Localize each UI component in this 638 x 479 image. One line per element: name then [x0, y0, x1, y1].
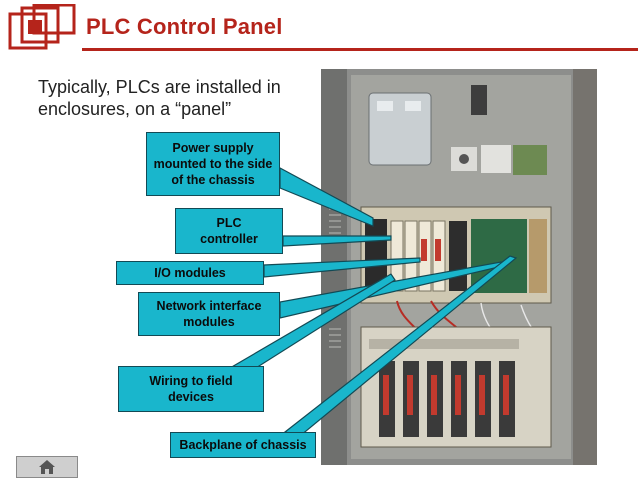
nested-squares-logo-icon: [8, 4, 76, 50]
callout-power-supply: Power supply mounted to the side of the …: [146, 132, 280, 196]
callout-io-modules: I/O modules: [116, 261, 264, 285]
page-title: PLC Control Panel: [86, 14, 283, 39]
title-divider: [82, 48, 638, 51]
plc-panel-photo: [321, 69, 597, 465]
home-button[interactable]: [16, 456, 78, 478]
callout-network-interface: Network interface modules: [138, 292, 280, 336]
callout-plc-controller: PLC controller: [175, 208, 283, 254]
subtitle-text: Typically, PLCs are installed in enclosu…: [38, 77, 281, 119]
callout-backplane: Backplane of chassis: [170, 432, 316, 458]
home-icon: [39, 460, 55, 474]
callout-wiring: Wiring to field devices: [118, 366, 264, 412]
